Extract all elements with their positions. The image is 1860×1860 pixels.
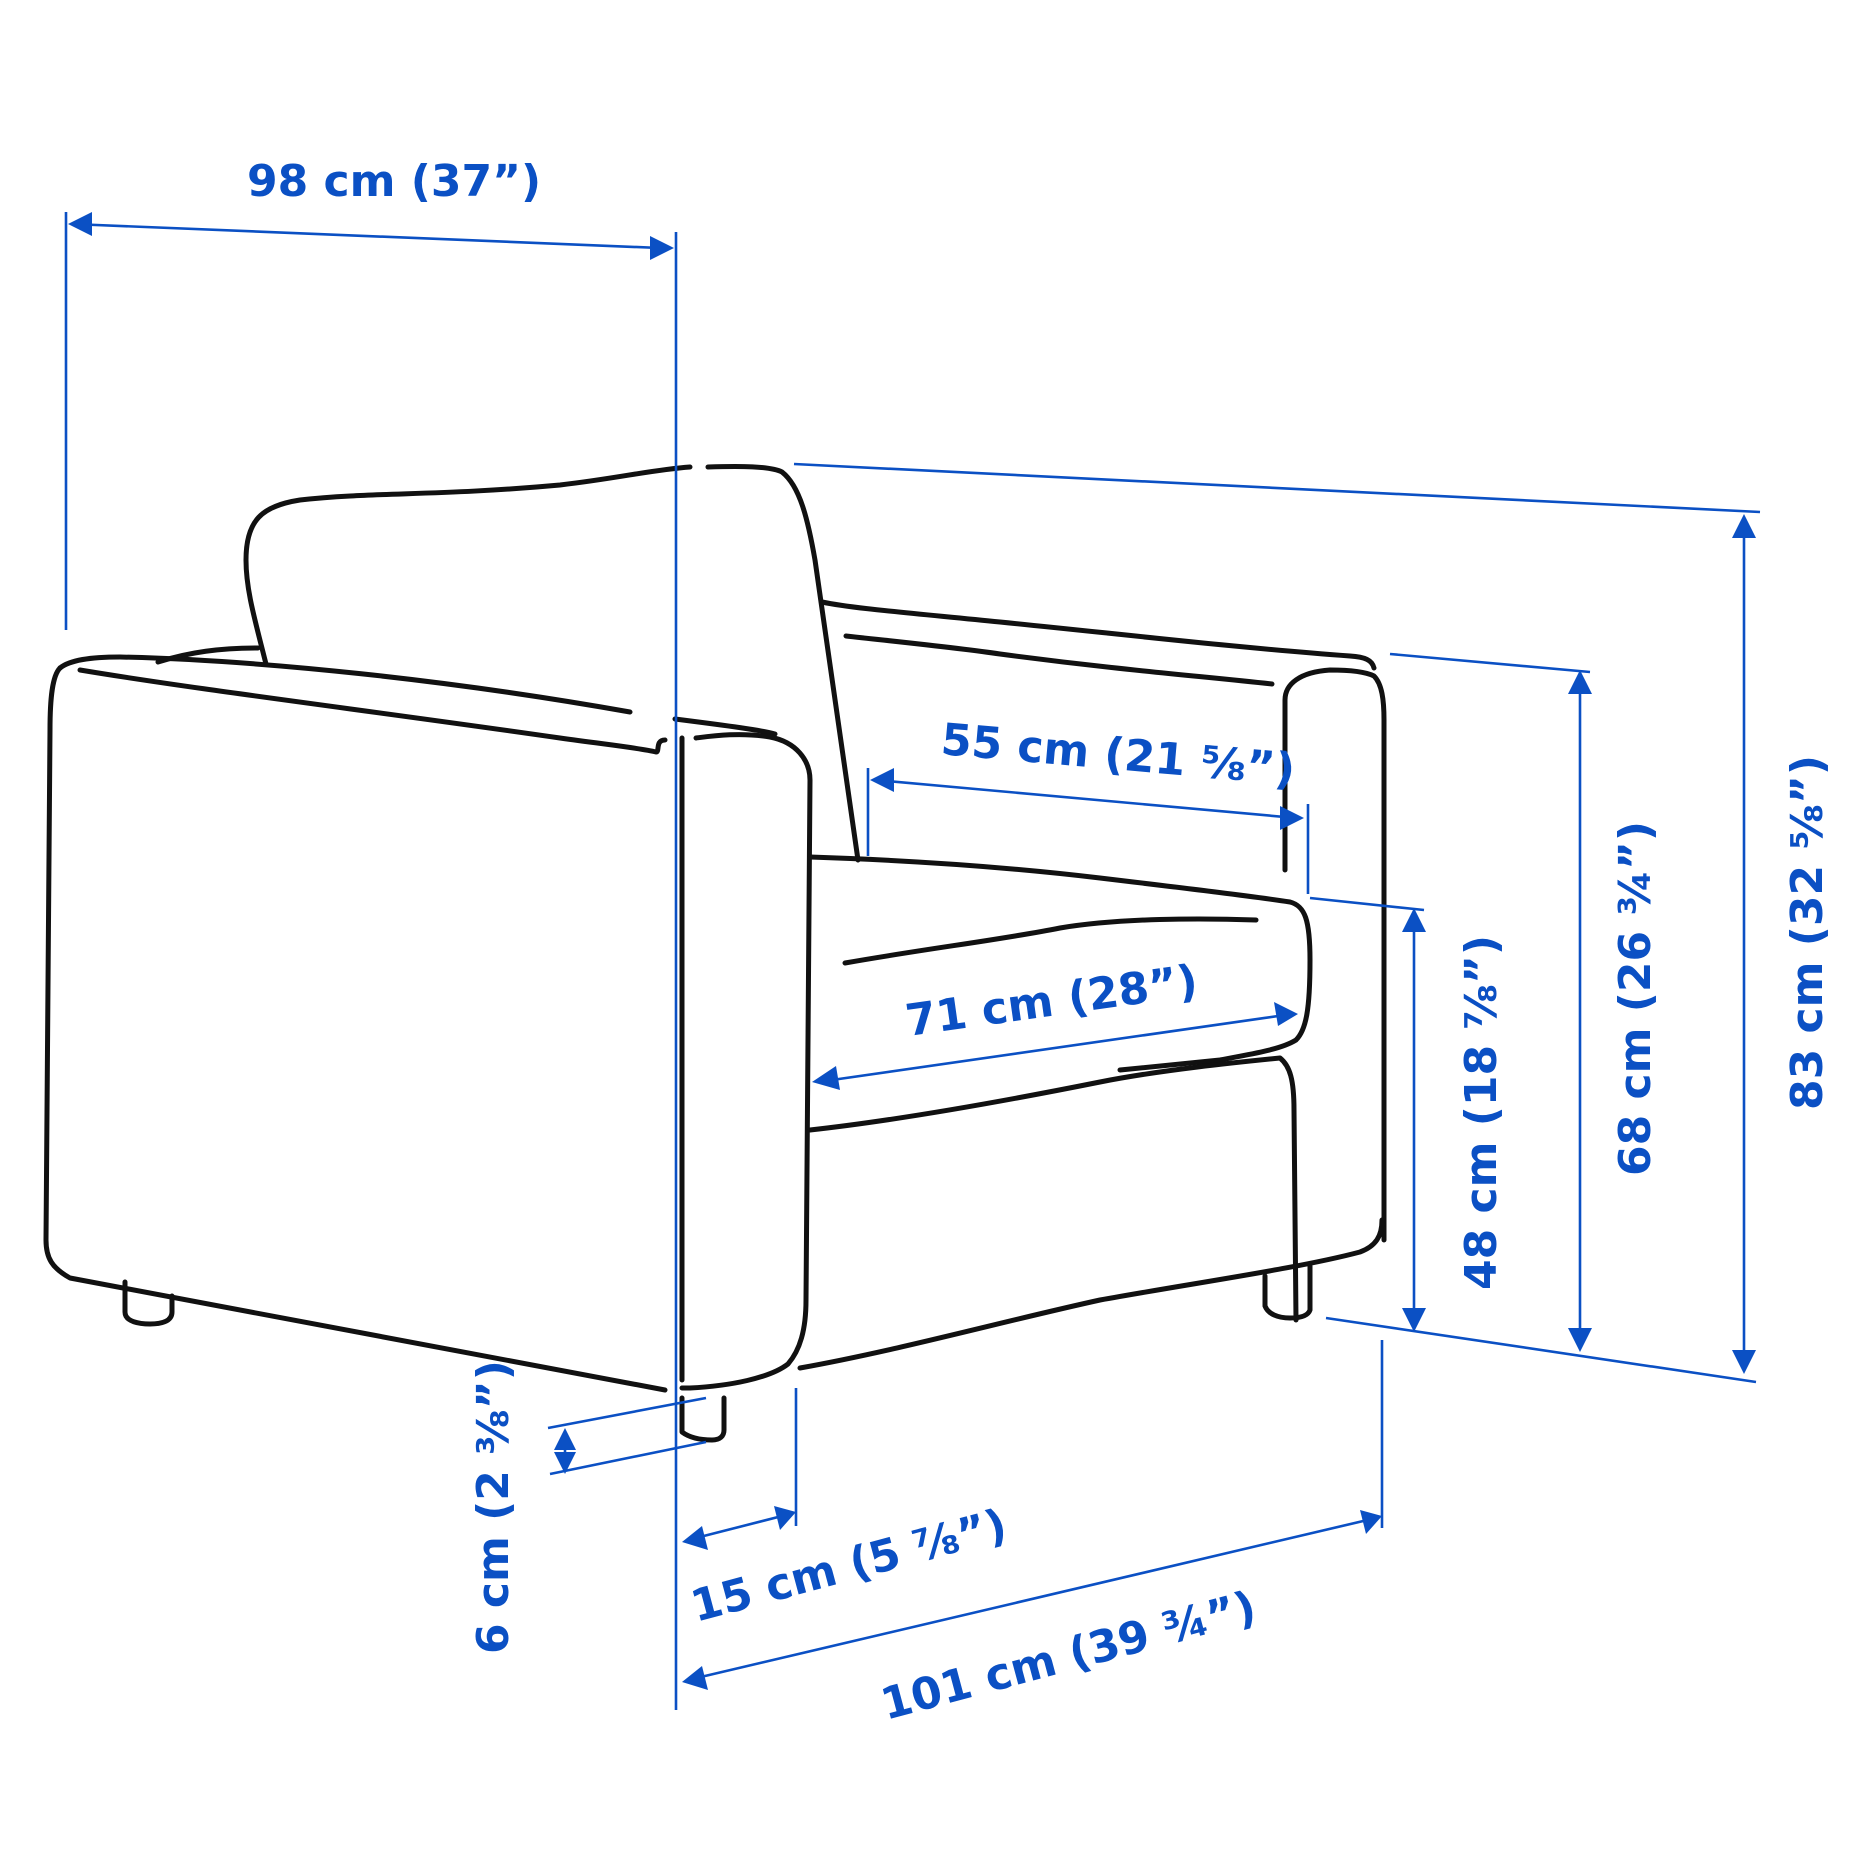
left-armrest bbox=[57, 654, 778, 737]
seat-cushion bbox=[807, 854, 1313, 1073]
right-armrest-inner-line bbox=[843, 633, 1275, 687]
armchair-drawing bbox=[43, 464, 1387, 1443]
label-seat-depth: 55 cm (21 ⅝”) bbox=[939, 714, 1297, 796]
label-seat-height: 48 cm (18 ⅞”) bbox=[1456, 935, 1507, 1290]
label-armrest-width: 15 cm (5 ⅞”) bbox=[686, 1499, 1013, 1632]
label-total-width: 101 cm (39 ¾”) bbox=[876, 1582, 1262, 1731]
seat-cushion-front-edge bbox=[842, 916, 1259, 966]
base-front bbox=[797, 1217, 1385, 1371]
label-leg-height: 6 cm (2 ⅜”) bbox=[468, 1360, 519, 1654]
right-front-leg bbox=[1262, 1263, 1313, 1321]
front-arm-panel bbox=[679, 732, 813, 1391]
label-depth: 98 cm (37”) bbox=[247, 156, 541, 207]
dimension-labels: 98 cm (37”) 55 cm (21 ⅝”) 71 cm (28”) 48… bbox=[247, 156, 1833, 1731]
right-armrest-top bbox=[819, 599, 1377, 671]
left-back-leg bbox=[122, 1279, 175, 1327]
front-left-leg bbox=[679, 1395, 727, 1443]
left-armrest-side bbox=[43, 665, 668, 1393]
right-armrest-front bbox=[1282, 667, 1387, 1243]
back-cushion bbox=[243, 464, 861, 863]
label-total-height: 83 cm (32 ⅝”) bbox=[1782, 755, 1833, 1110]
left-armrest-inner-edge bbox=[77, 667, 668, 755]
dimension-lines bbox=[64, 212, 1761, 1710]
seat-front-top bbox=[807, 1055, 1299, 1323]
label-armrest-height: 68 cm (26 ¾”) bbox=[1610, 821, 1661, 1176]
